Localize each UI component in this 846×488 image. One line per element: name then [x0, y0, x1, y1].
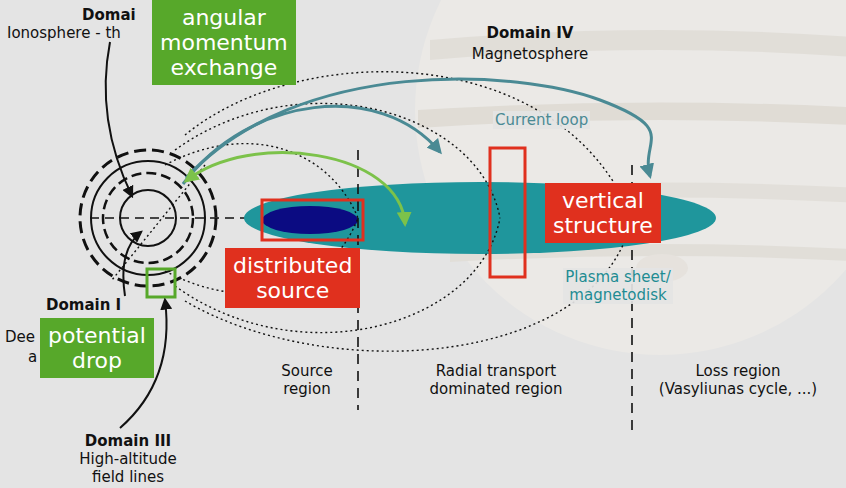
callout-box: distributed source: [225, 248, 360, 308]
source-region-core: [262, 206, 358, 234]
planet-backdrop: [415, 0, 846, 355]
domain-heading: Domain I: [46, 296, 121, 314]
callout-text: vertical structure: [553, 188, 653, 238]
plasma-sheet: [244, 182, 716, 254]
exchange-arrow: [186, 153, 405, 224]
region-label: a: [28, 348, 37, 366]
region-label: Plasma sheet/ magnetodisk: [563, 268, 673, 304]
callout-text: angular momentum exchange: [160, 5, 288, 80]
region-label: Loss region (Vasyliunas cycle, ...): [659, 362, 817, 398]
region-label: Ionosphere - th: [7, 24, 121, 42]
region-label: High-altitude field lines: [79, 450, 176, 486]
callout-text: distributed source: [233, 253, 352, 303]
callout-box: vertical structure: [545, 183, 661, 243]
domain-heading: Domai: [82, 6, 136, 24]
callout-box: potential drop: [40, 318, 154, 378]
region-label: Source region: [281, 362, 333, 398]
current-loop: [183, 79, 651, 184]
domain-heading: Domain IV: [487, 24, 574, 42]
region-label: Radial transport dominated region: [429, 362, 562, 398]
callout-text: potential drop: [48, 323, 146, 373]
region-label: Magnetosphere: [472, 45, 589, 63]
domain-heading: Domain III: [85, 432, 171, 450]
callout-box: angular momentum exchange: [152, 0, 296, 85]
region-label: Current loop: [493, 111, 590, 129]
region-label: Dee: [5, 328, 35, 346]
